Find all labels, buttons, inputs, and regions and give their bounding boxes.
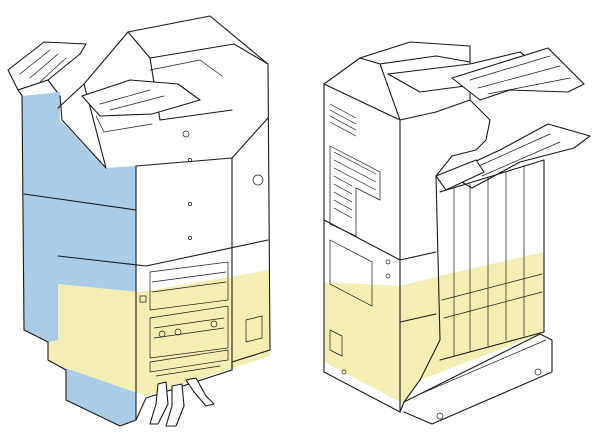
right-finisher-unit xyxy=(323,41,591,425)
right-body-outline xyxy=(323,41,591,425)
left-body-outline xyxy=(21,15,271,427)
left-finisher-unit xyxy=(7,15,271,427)
left-base-pedals xyxy=(149,365,221,427)
right-yellow-highlight xyxy=(324,252,544,402)
